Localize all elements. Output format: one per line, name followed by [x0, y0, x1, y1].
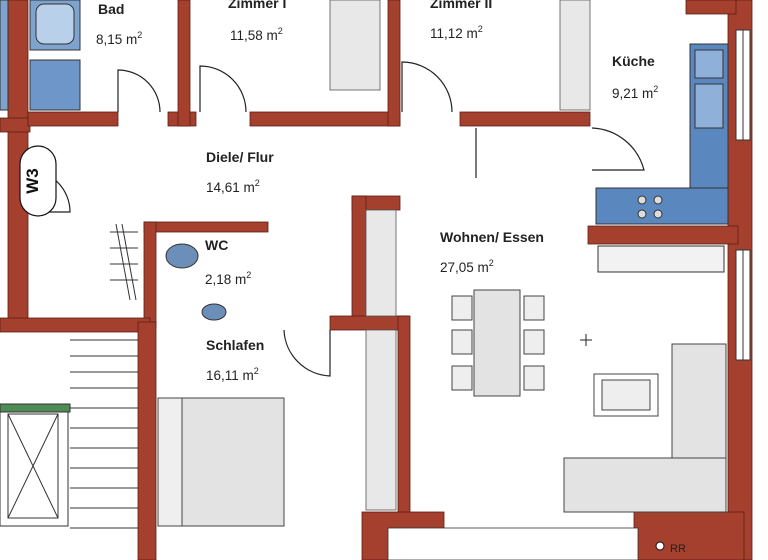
svg-text:11,12 m2: 11,12 m2	[430, 24, 483, 41]
schlafen-area: 16,11 m	[206, 368, 254, 383]
diele-area-sup: 2	[255, 178, 260, 188]
wohnen-area-sup: 2	[489, 258, 494, 268]
wohnen-area: 27,05 m	[440, 260, 489, 275]
wc-area: 2,18 m	[205, 272, 246, 287]
schlafen-area-sup: 2	[254, 366, 259, 376]
zimmer2-area-sup: 2	[478, 24, 483, 34]
wc-name: WC	[205, 237, 228, 253]
svg-text:27,05 m2: 27,05 m2	[440, 258, 494, 275]
diele-area: 14,61 m	[206, 180, 255, 195]
svg-text:14,61 m2: 14,61 m2	[206, 178, 260, 195]
zimmer1-area-sup: 2	[278, 26, 283, 36]
zimmer2-area: 11,12 m	[430, 26, 478, 41]
kueche-name: Küche	[612, 53, 655, 69]
svg-text:16,11 m2: 16,11 m2	[206, 366, 259, 383]
wardrobe-hatch	[110, 223, 138, 301]
wc-fixtures	[165, 243, 227, 321]
kueche-area: 9,21 m	[612, 86, 653, 101]
kitchen-counter	[595, 43, 729, 273]
bathroom-fixtures	[0, 0, 81, 111]
bad-area-sup: 2	[137, 30, 142, 40]
svg-text:2,18 m2: 2,18 m2	[205, 270, 251, 287]
wc-area-sup: 2	[246, 270, 251, 280]
rr-tag: RR	[670, 543, 686, 555]
svg-text:11,58 m2: 11,58 m2	[230, 26, 283, 43]
kueche-area-sup: 2	[653, 84, 658, 94]
furniture	[157, 289, 727, 527]
zimmer1-name: Zimmer I	[228, 0, 286, 11]
schlafen-name: Schlafen	[206, 337, 264, 353]
staircase	[0, 339, 138, 529]
bad-name: Bad	[98, 1, 124, 17]
svg-text:8,15 m2: 8,15 m2	[96, 30, 142, 47]
apartment-tag-label: W3	[23, 168, 42, 194]
bad-area: 8,15 m	[96, 32, 137, 47]
windows	[735, 29, 751, 361]
wall-infill	[329, 0, 591, 511]
wohnen-name: Wohnen/ Essen	[440, 229, 544, 245]
svg-text:9,21 m2: 9,21 m2	[612, 84, 658, 101]
zimmer2-name: Zimmer II	[430, 0, 492, 11]
diele-name: Diele/ Flur	[206, 149, 274, 165]
zimmer1-area: 11,58 m	[230, 28, 278, 43]
room-labels: Bad 8,15 m2 Zimmer I 11,58 m2 Zimmer II …	[96, 0, 658, 383]
apartment-tag: W3	[19, 145, 57, 217]
